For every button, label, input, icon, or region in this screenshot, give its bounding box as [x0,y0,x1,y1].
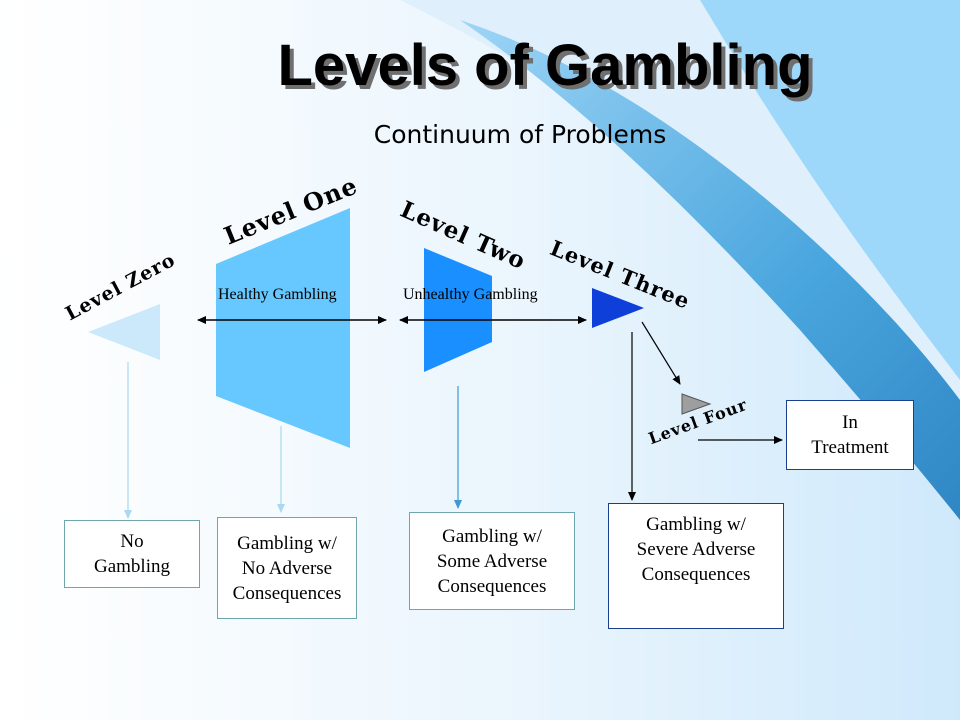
severe-adverse-consequences-box: Gambling w/ Severe Adverse Consequences [608,503,784,629]
slide-title: Levels of Gambling [277,33,813,98]
no-gambling-box: No Gambling [64,520,200,588]
severe-adverse-line-2: Severe Adverse [636,539,756,560]
in-treatment-line-2: Treatment [811,437,889,458]
severe-adverse-line-3: Consequences [641,564,751,585]
no-adverse-consequences-box: Gambling w/ No Adverse Consequences [217,517,357,619]
no-gambling-line-1: No [120,531,144,552]
no-adverse-line-3: Consequences [232,582,342,604]
background-swoop-light [700,0,960,380]
slide-subtitle: Continuum of Problems [373,120,667,149]
in-treatment-box: In Treatment [786,400,914,470]
some-adverse-consequences-box: Gambling w/ Some Adverse Consequences [409,512,575,610]
unhealthy-gambling-label: Unhealthy Gambling [403,286,538,303]
no-adverse-line-1: Gambling w/ [237,532,337,554]
level-one-shape [216,208,350,448]
level-four-shape [681,393,712,415]
no-gambling-line-2: Gambling [94,556,170,577]
healthy-gambling-label: Healthy Gambling [218,286,337,303]
in-treatment-line-1: In [842,412,858,433]
connector-three-to-four [641,321,681,385]
severe-adverse-line-1: Gambling w/ [646,514,746,535]
some-adverse-line-3: Consequences [437,575,547,597]
some-adverse-line-2: Some Adverse [436,550,548,572]
level-two-shape [424,248,492,372]
some-adverse-line-1: Gambling w/ [442,525,542,547]
level-three-shape [592,288,644,328]
level-zero-shape [88,304,160,360]
no-adverse-line-2: No Adverse [241,557,333,579]
